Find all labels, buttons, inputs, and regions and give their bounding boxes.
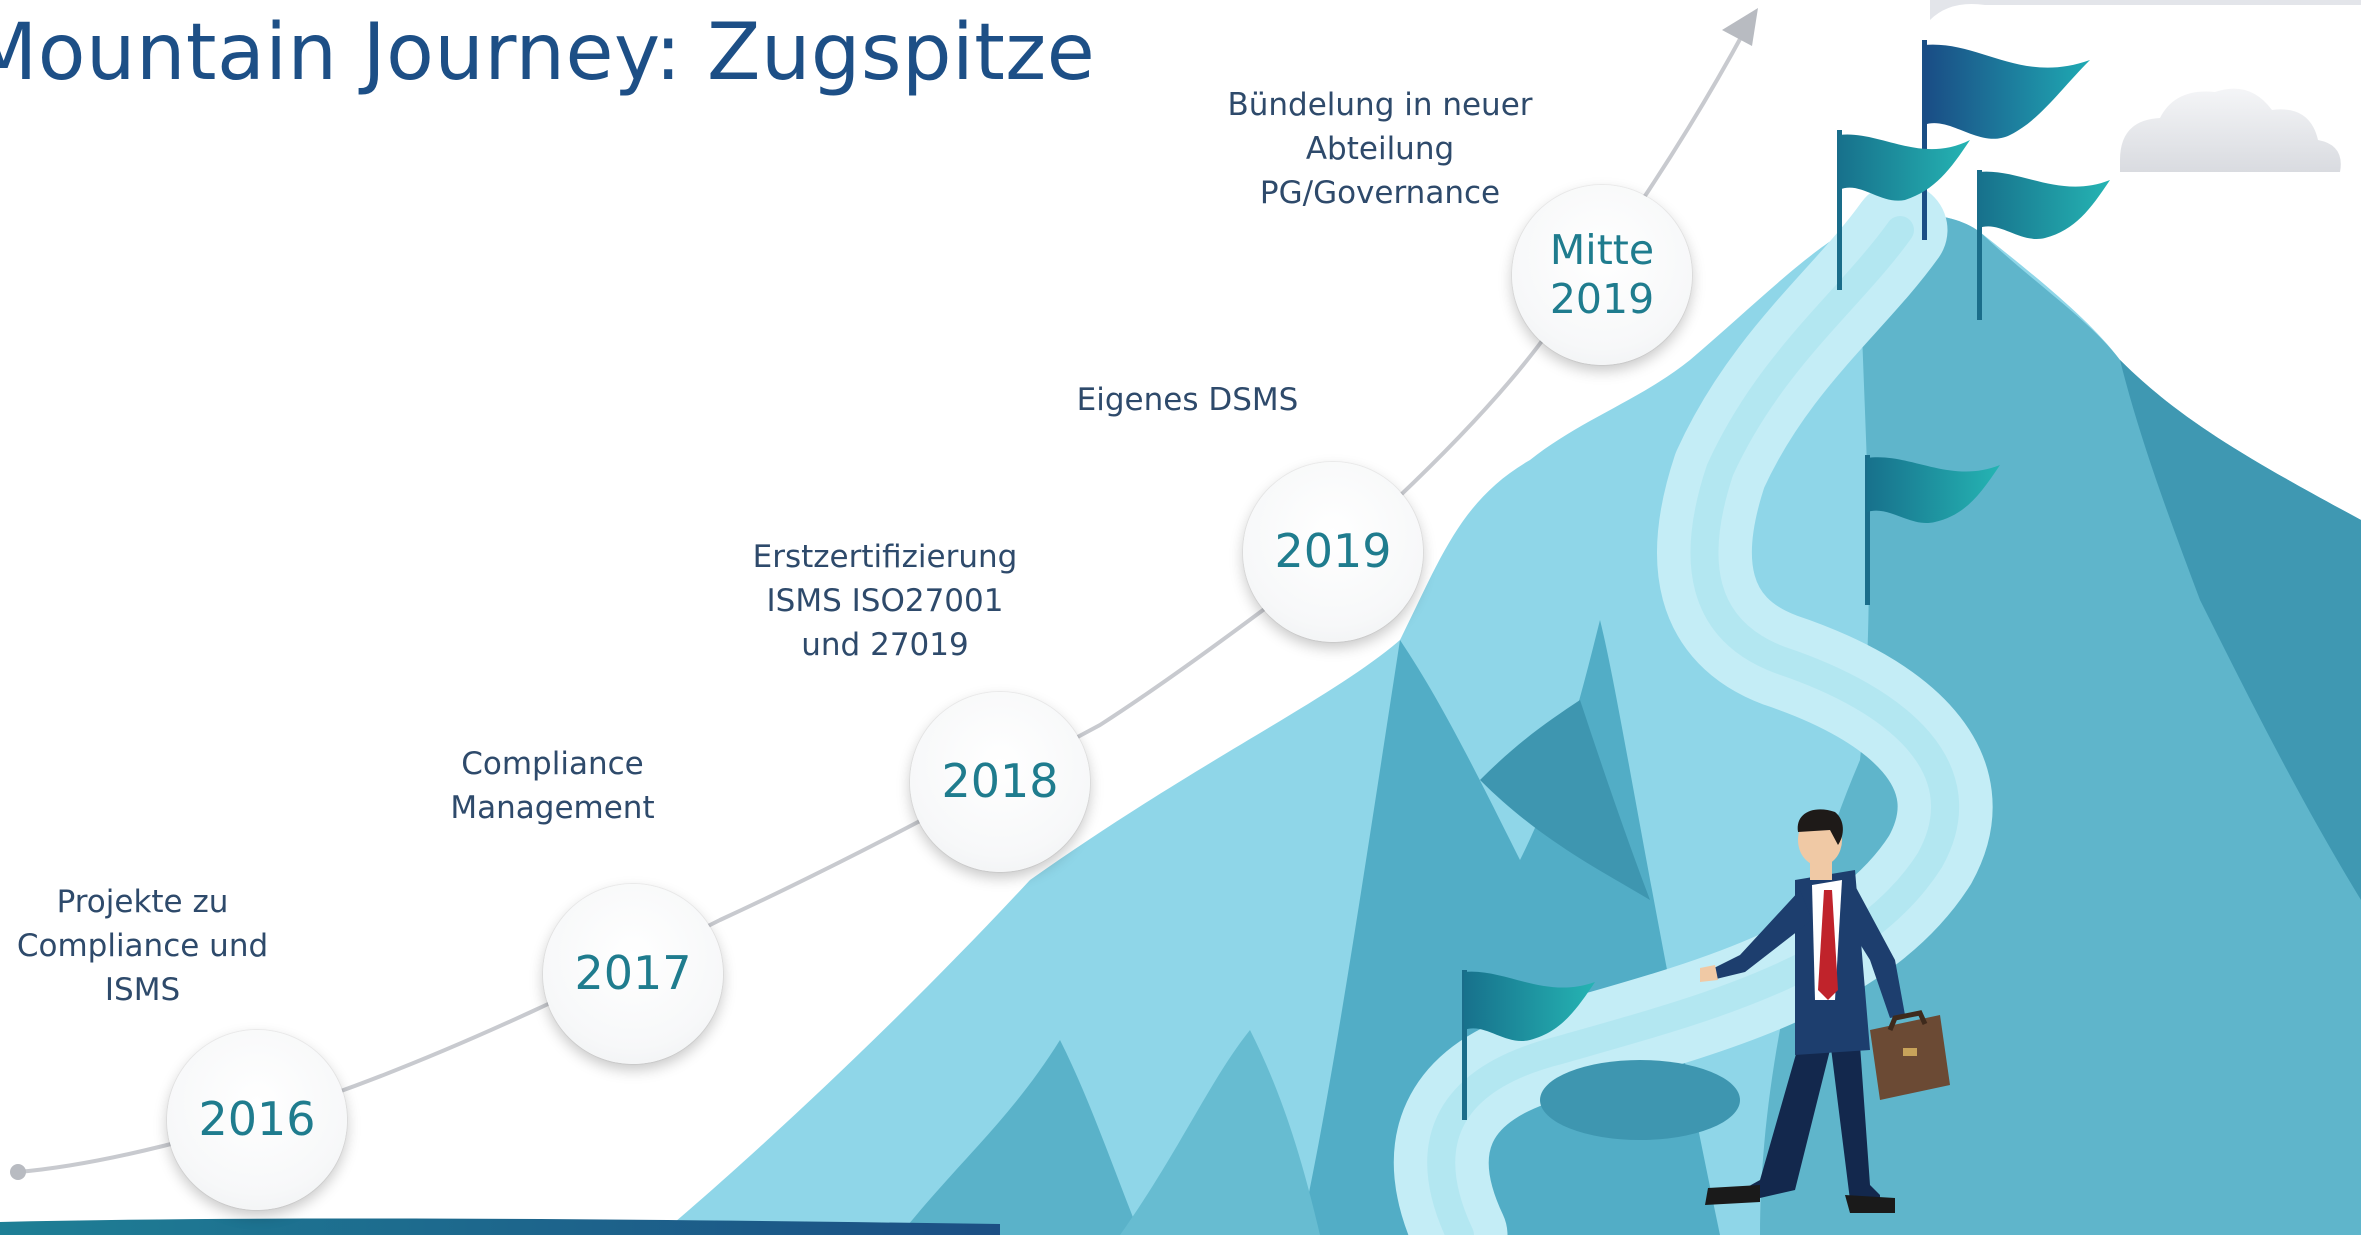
milestone-2018: 2018 bbox=[910, 692, 1090, 872]
milestone-label-mitte-2019: Bündelung in neuer Abteilung PG/Governan… bbox=[1225, 83, 1535, 215]
label-line: Erstzertifizierung bbox=[752, 539, 1018, 575]
milestone-label-2016: Projekte zu Compliance und ISMS bbox=[0, 880, 285, 1012]
page-title: Mountain Journey: Zugspitze bbox=[0, 8, 1096, 98]
milestone-year-line: Mitte bbox=[1549, 225, 1655, 274]
milestone-label-2017: Compliance Management bbox=[420, 742, 685, 830]
milestone-year: 2018 bbox=[941, 754, 1059, 809]
cloud-icon bbox=[1930, 0, 2361, 172]
label-line: Compliance bbox=[461, 746, 644, 782]
label-line: Management bbox=[450, 790, 655, 826]
label-line: ISMS bbox=[104, 972, 181, 1008]
milestone-2017: 2017 bbox=[543, 884, 723, 1064]
label-line: ISMS ISO27001 bbox=[766, 583, 1004, 619]
label-line: Projekte zu bbox=[56, 884, 229, 920]
milestone-year: 2016 bbox=[198, 1092, 316, 1147]
milestone-year-line: 2019 bbox=[1549, 275, 1655, 323]
timeline-arrowhead bbox=[1722, 8, 1758, 46]
briefcase-icon bbox=[1870, 1010, 1950, 1100]
milestone-label-2018: Erstzertifizierung ISMS ISO27001 und 270… bbox=[740, 535, 1030, 667]
milestone-2019: 2019 bbox=[1243, 462, 1423, 642]
milestone-year: 2017 bbox=[574, 946, 692, 1001]
label-line: PG/Governance bbox=[1259, 175, 1501, 211]
label-line: Compliance und bbox=[16, 928, 269, 964]
mountain-illustration bbox=[660, 182, 2361, 1235]
milestone-year: 2019 bbox=[1274, 524, 1392, 579]
label-line: Bündelung in neuer bbox=[1227, 87, 1533, 123]
milestone-2016: 2016 bbox=[167, 1030, 347, 1210]
label-line: Eigenes DSMS bbox=[1076, 382, 1299, 418]
label-line: Abteilung bbox=[1305, 131, 1455, 167]
milestone-year: Mitte 2019 bbox=[1550, 226, 1654, 324]
milestone-label-2019: Eigenes DSMS bbox=[1050, 378, 1325, 422]
timeline-start-dot bbox=[10, 1164, 26, 1180]
summit-flag-icon bbox=[1462, 40, 2110, 1120]
milestone-mitte-2019: Mitte 2019 bbox=[1512, 185, 1692, 365]
bottom-band bbox=[0, 1218, 1000, 1235]
label-line: und 27019 bbox=[801, 627, 969, 663]
businessman-figure bbox=[1700, 809, 1905, 1213]
